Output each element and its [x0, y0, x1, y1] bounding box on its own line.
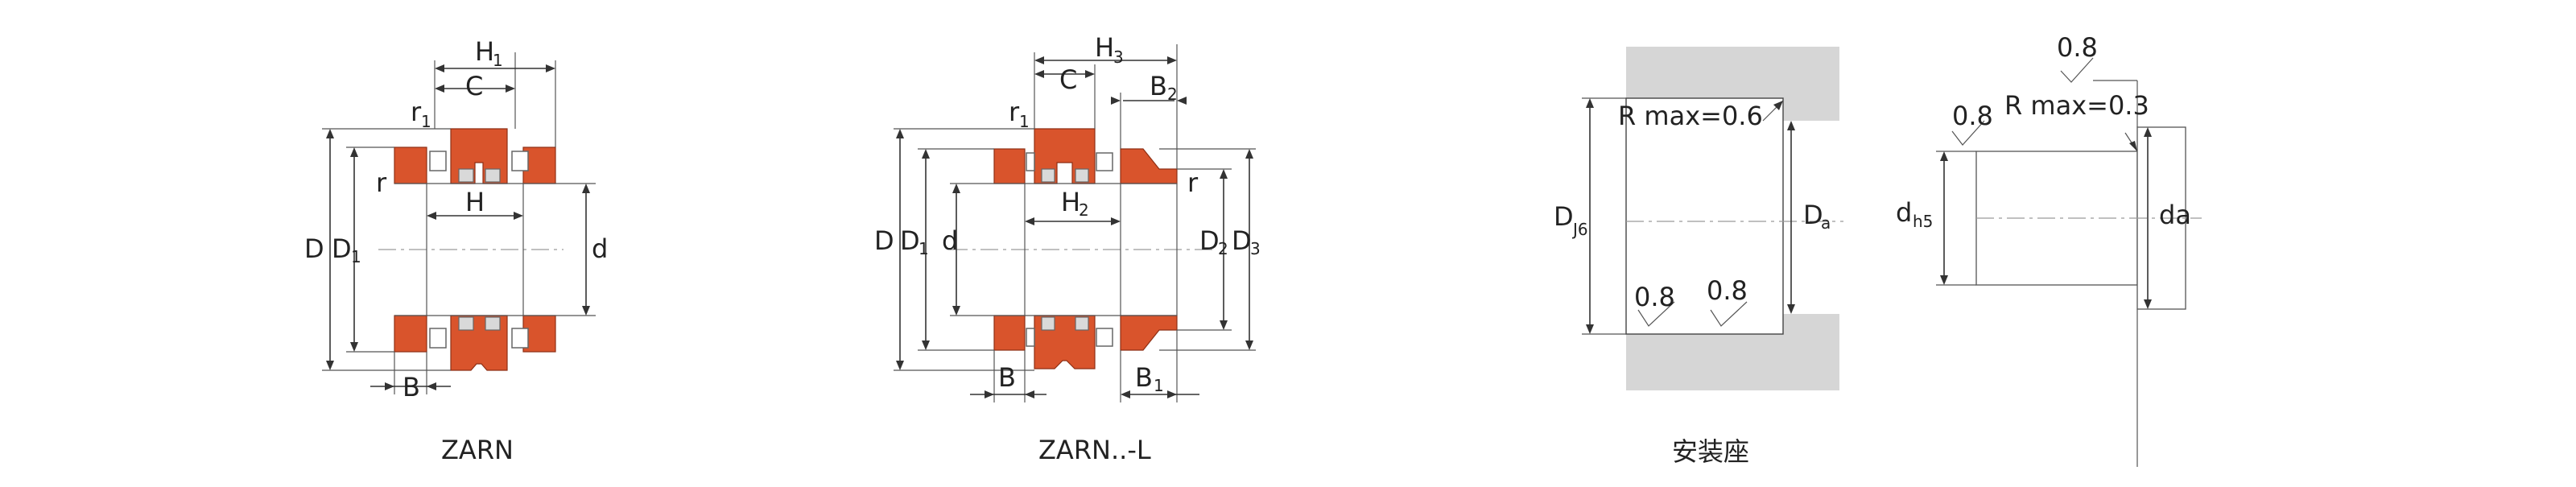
- label-r1-l: r: [1009, 97, 1020, 127]
- caption-zarn: ZARN: [441, 435, 514, 465]
- label-r-l: r: [1187, 167, 1199, 198]
- collar-bottom: [1120, 315, 1178, 351]
- roller-l-rad2-b: [1075, 316, 1089, 331]
- figure-housing: R max=0.6 D J6 D a 0.8 0.8 安装座: [1554, 47, 1843, 467]
- label-DJ6: D: [1554, 201, 1574, 232]
- label-H3-sub: 3: [1113, 47, 1124, 67]
- label-r1-sub: 1: [421, 112, 431, 131]
- roller-l-rad2: [1075, 168, 1089, 183]
- bearing-l-top-half: [993, 128, 1178, 184]
- washer-left-bottom: [394, 315, 427, 353]
- label-d: d: [592, 233, 608, 264]
- bearing-bottom-half: [394, 315, 556, 371]
- label-B-l: B: [998, 362, 1016, 393]
- figure-zarn-l: H 3 C B 2 r 1 r H 2 D D 1 d D 2 D 3 B B …: [874, 32, 1261, 465]
- housing-top: [1626, 47, 1839, 121]
- bearing-top-half: [394, 128, 556, 184]
- bearing-l-bottom-half: [993, 315, 1178, 369]
- label-D1-l-sub: 1: [919, 239, 929, 258]
- caption-zarn-l: ZARN..-L: [1038, 435, 1151, 465]
- label-dh5-sub: h5: [1913, 212, 1933, 231]
- label-r1: r: [411, 97, 422, 127]
- label-H2: H: [1061, 187, 1080, 217]
- label-H1-sub: 1: [493, 51, 503, 70]
- roller-l-left-b: [1026, 328, 1035, 347]
- caption-housing: 安装座: [1672, 436, 1749, 467]
- label-D1-l: D: [900, 225, 920, 256]
- label-D2-sub: 2: [1218, 239, 1228, 258]
- roller-radial-right: [485, 168, 501, 183]
- roller-l-rad1: [1041, 168, 1055, 183]
- roller-l-left: [1026, 152, 1035, 171]
- label-D-l: D: [874, 225, 894, 256]
- label-Da: D: [1803, 200, 1823, 230]
- label-rmax-housing: R max=0.6: [1618, 101, 1763, 131]
- label-B1: B: [1135, 362, 1153, 393]
- figure-zarn: H 1 C r 1 r H D D 1 d B ZARN: [304, 36, 608, 465]
- label-Da-sub: a: [1821, 213, 1831, 233]
- label-B2-sub: 2: [1167, 85, 1178, 104]
- label-roughness-left: 0.8: [1952, 101, 1993, 131]
- housing-bottom: [1626, 314, 1839, 390]
- roller-left: [429, 151, 447, 171]
- label-D3: D: [1232, 225, 1252, 256]
- label-da: da: [2159, 200, 2191, 230]
- washer-left: [394, 147, 427, 184]
- label-H1: H: [475, 36, 494, 67]
- washer-left-l: [993, 148, 1026, 184]
- label-B2: B: [1150, 71, 1167, 101]
- figure-shaft: 0.8 0.8 R max=0.3 d h5 da: [1896, 32, 2202, 467]
- label-DJ6-sub: J6: [1571, 220, 1588, 239]
- label-r: r: [376, 167, 387, 198]
- label-C: C: [465, 71, 483, 101]
- label-D3-sub: 3: [1250, 239, 1261, 258]
- roller-l-right-b: [1096, 328, 1113, 347]
- label-B: B: [402, 372, 420, 402]
- roller-radial-left-bottom: [458, 316, 474, 331]
- label-dh5: d: [1896, 197, 1912, 228]
- label-D: D: [304, 233, 324, 264]
- roller-l-rad1-b: [1041, 316, 1055, 331]
- label-r1-l-sub: 1: [1019, 112, 1030, 131]
- label-H2-sub: 2: [1079, 200, 1089, 220]
- label-rmax-shaft: R max=0.3: [2004, 90, 2149, 121]
- label-C-l: C: [1059, 64, 1077, 95]
- label-H: H: [465, 187, 485, 217]
- roller-radial-left: [458, 168, 474, 183]
- label-B1-sub: 1: [1154, 376, 1164, 395]
- roller-right: [511, 151, 529, 171]
- label-H3: H: [1095, 32, 1114, 63]
- label-roughness-2: 0.8: [1707, 275, 1748, 306]
- roller-right-bottom: [511, 328, 529, 349]
- roller-radial-right-bottom: [485, 316, 501, 331]
- label-roughness-top: 0.8: [2057, 32, 2098, 63]
- washer-left-l-bottom: [993, 315, 1026, 351]
- label-roughness-1: 0.8: [1634, 282, 1675, 312]
- roller-left-bottom: [429, 328, 447, 349]
- label-D1: D: [332, 233, 352, 264]
- collar-top: [1120, 148, 1178, 184]
- roller-l-right: [1096, 152, 1113, 171]
- label-d-l: d: [942, 225, 958, 256]
- label-D2: D: [1199, 225, 1220, 256]
- label-D1-sub: 1: [351, 247, 361, 266]
